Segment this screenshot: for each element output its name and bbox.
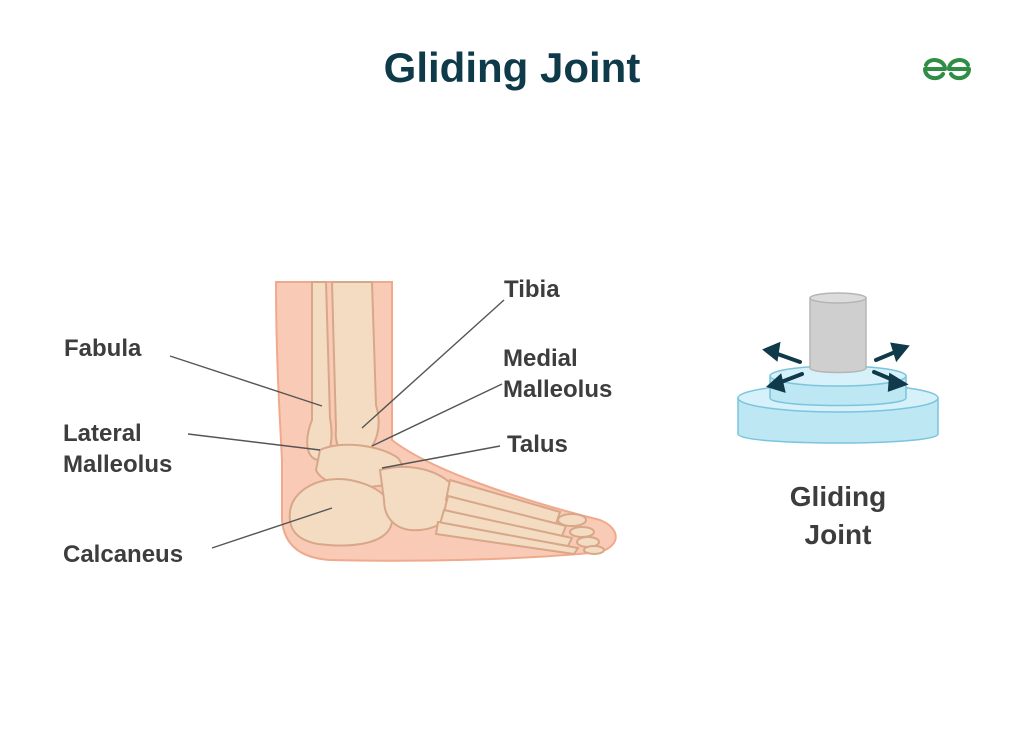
joint-caption-line1: Gliding (789, 481, 887, 512)
metatarsal-bones (434, 478, 580, 556)
label-medial-malleolus-line1: Medial (503, 345, 578, 372)
tibia-bone (330, 281, 380, 458)
joint-caption: Gliding Joint (738, 478, 938, 554)
page-title: Gliding Joint (383, 44, 641, 91)
label-lateral-malleolus-line1: Lateral (63, 420, 142, 447)
label-medial-malleolus-line2: Malleolus (503, 376, 613, 403)
label-lateral-malleolus-line2: Malleolus (63, 451, 173, 478)
label-calcaneus: Calcaneus (63, 541, 184, 568)
label-talus: Talus (507, 431, 568, 458)
joint-caption-line2: Joint (804, 519, 872, 550)
label-fabula: Fabula (64, 335, 142, 362)
gliding-joint-model (737, 292, 939, 444)
geeksforgeeks-logo-icon (923, 58, 971, 81)
toe-bones (557, 513, 605, 555)
movement-arrows (762, 341, 910, 393)
calcaneus-bone (288, 478, 394, 547)
label-tibia: Tibia (504, 276, 560, 303)
leader-lines (169, 299, 505, 549)
cylinder (809, 297, 867, 374)
